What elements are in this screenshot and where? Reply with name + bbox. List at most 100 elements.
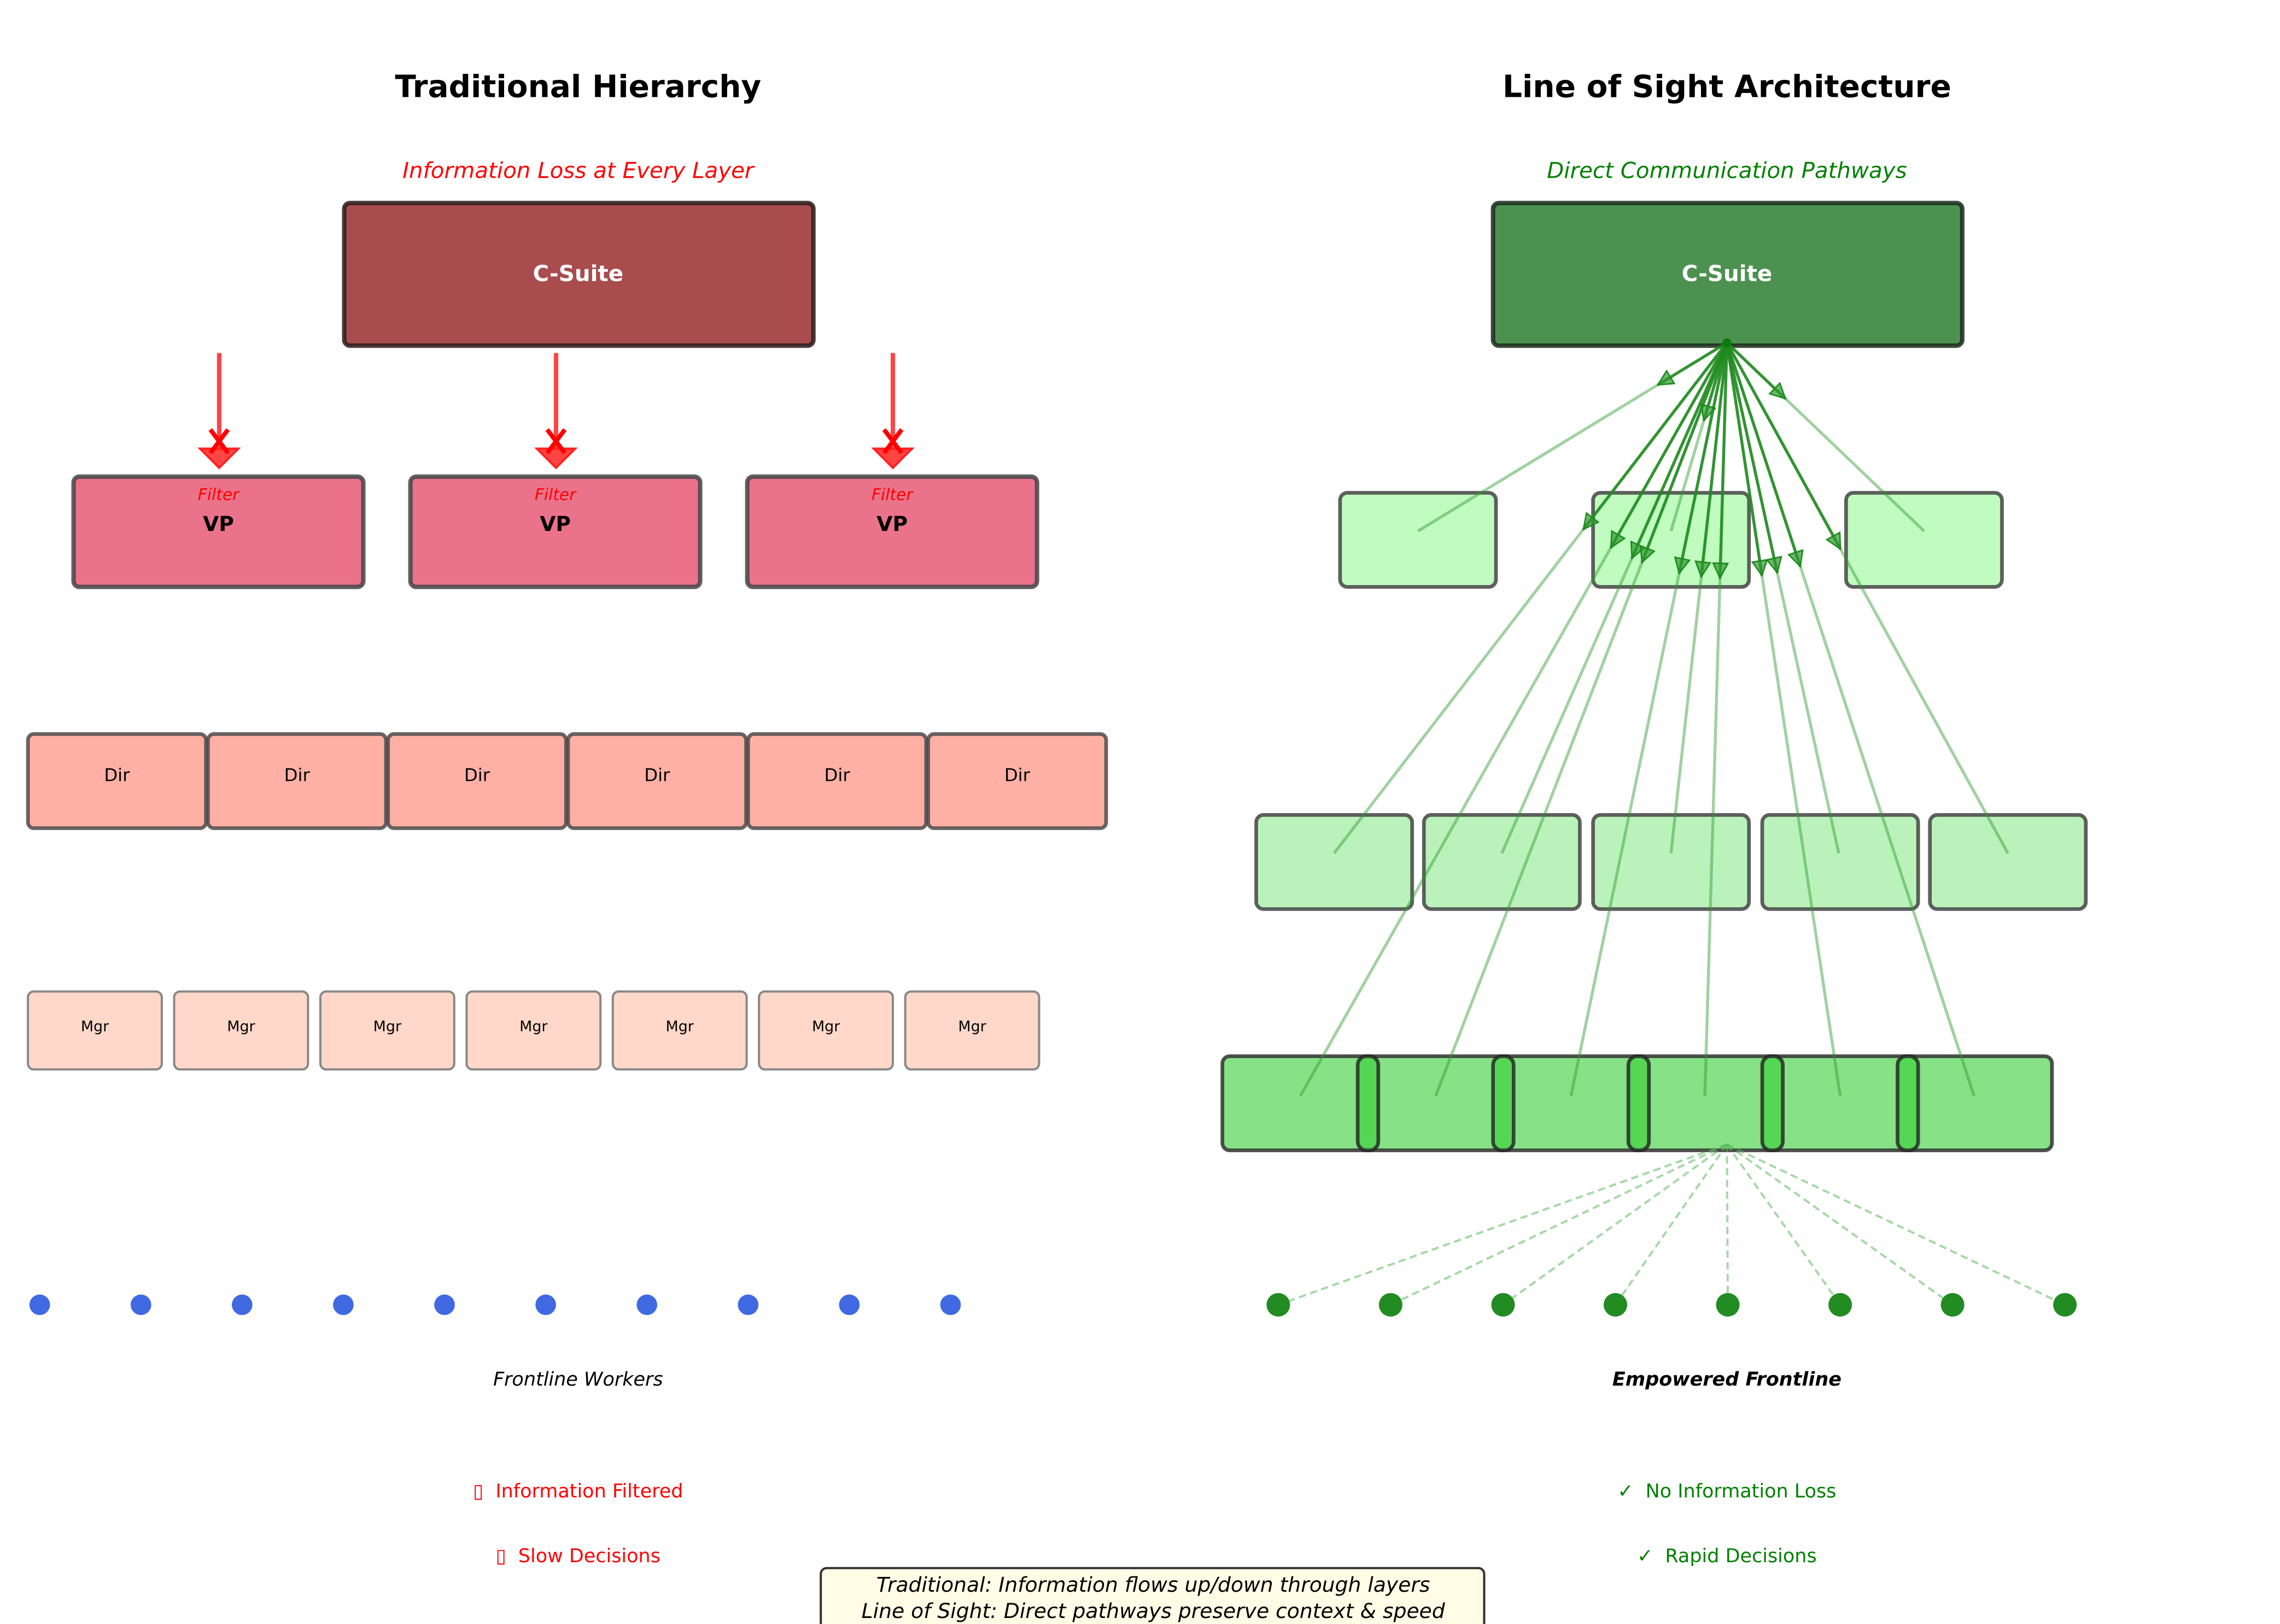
empowered-worker-dot	[1716, 1293, 1740, 1317]
arrowhead-icon	[1639, 545, 1656, 564]
frontline-workers-traditional	[29, 1294, 961, 1316]
manager-rect	[758, 990, 895, 1071]
director-rect	[206, 732, 388, 830]
outcome-text: Rapid Decisions	[1665, 1545, 1816, 1567]
director-label: Dir	[104, 765, 130, 786]
check-icon: ✓	[1617, 1481, 1633, 1503]
legend-line-1: Traditional: Information flows up/down t…	[876, 1573, 1430, 1597]
los-level2-box	[1844, 490, 2004, 589]
los-level3-row	[1254, 813, 2088, 911]
arrowhead-icon	[1751, 559, 1768, 577]
director-label: Dir	[464, 765, 490, 786]
frontline-worker-dot	[738, 1294, 759, 1316]
x-mark-icon	[545, 428, 567, 455]
outcome-text: No Information Loss	[1646, 1481, 1837, 1503]
manager-rect	[465, 990, 602, 1071]
manager-rect	[319, 990, 455, 1071]
frontline-worker-dot	[231, 1294, 253, 1316]
traditional-hierarchy-panel: Traditional Hierarchy Information Loss a…	[26, 69, 1108, 1567]
manager-rect	[173, 990, 309, 1071]
outcome-text: Slow Decisions	[518, 1545, 660, 1567]
director-box: Dir	[386, 732, 568, 830]
manager-rect	[611, 990, 748, 1071]
frontline-dashed-link	[1278, 1143, 1728, 1306]
los-level4-connector	[1626, 1054, 1651, 1153]
frontline-dashed-link	[1726, 1143, 2066, 1306]
director-row: Dir Dir Dir Dir Dir Dir	[26, 732, 1108, 830]
arrowhead-icon	[1787, 549, 1804, 568]
frontline-workers-los	[1266, 1293, 2077, 1317]
pathway-segment	[1609, 342, 1728, 548]
x-mark-icon	[882, 428, 904, 455]
empowered-worker-dot	[1378, 1293, 1402, 1317]
pathway-segment	[1725, 342, 1802, 567]
los-level3-box	[1422, 813, 1582, 911]
manager-label: Mgr	[666, 1018, 694, 1035]
frontline-dashed-link	[1614, 1143, 1728, 1306]
svg-text:✓ No Information Loss: ✓ No Information Loss	[1617, 1481, 1836, 1503]
manager-label: Mgr	[958, 1018, 986, 1035]
los-outcome-1: ✓ No Information Loss	[1617, 1481, 1836, 1503]
pathway-segment	[1725, 342, 1779, 573]
arrowhead-icon	[1825, 531, 1841, 551]
arrowhead-icon	[1700, 403, 1717, 422]
check-icon: ✓	[1637, 1545, 1653, 1567]
traditional-csuite-label: C-Suite	[533, 261, 624, 287]
empowered-worker-dot	[1828, 1293, 1852, 1317]
director-box: Dir	[926, 732, 1108, 830]
frontline-worker-dot	[333, 1294, 354, 1316]
los-level4-connector	[1491, 1054, 1516, 1153]
director-label: Dir	[825, 765, 851, 786]
los-level4-row	[1220, 1054, 2054, 1153]
arrowhead-icon	[197, 447, 241, 470]
missing-glyph-icon: ▯	[473, 1481, 483, 1503]
x-mark-icon	[208, 428, 230, 455]
director-box: Dir	[566, 732, 748, 830]
director-box: Dir	[26, 732, 208, 830]
manager-box: Mgr	[758, 990, 895, 1071]
los-outcome-2: ✓ Rapid Decisions	[1637, 1545, 1816, 1567]
legend-box: Traditional: Information flows up/down t…	[820, 1567, 1486, 1624]
director-box: Dir	[746, 732, 928, 830]
line-of-sight-subtitle: Direct Communication Pathways	[1547, 158, 1907, 184]
filter-label: Filter	[198, 486, 240, 504]
manager-label: Mgr	[519, 1018, 548, 1035]
manager-box: Mgr	[27, 990, 163, 1071]
frontline-dashed-link	[1502, 1143, 1728, 1306]
manager-box: Mgr	[319, 990, 455, 1071]
director-rect	[566, 732, 748, 830]
director-label: Dir	[284, 765, 311, 786]
vp-label: VP	[203, 512, 234, 536]
los-level2-row	[1338, 490, 2004, 589]
manager-rect	[27, 990, 163, 1071]
empowered-worker-dot	[1491, 1293, 1515, 1317]
arrowhead-icon	[1630, 540, 1646, 560]
los-level2-box	[1338, 490, 1498, 589]
vp-label: VP	[540, 512, 571, 536]
frontline-worker-dot	[636, 1294, 658, 1316]
filtered-arrow	[197, 353, 241, 470]
los-level3-box	[1928, 813, 2088, 911]
frontline-dashed-link	[1390, 1143, 1728, 1306]
pathway-segment	[1582, 342, 1728, 530]
los-csuite-label: C-Suite	[1682, 261, 1773, 287]
vp-rect	[745, 474, 1039, 589]
los-level4-connector	[1355, 1054, 1381, 1153]
filtered-arrow	[871, 353, 915, 470]
missing-glyph-icon: ▯	[496, 1545, 506, 1567]
los-csuite-box: C-Suite	[1490, 201, 1965, 348]
arrowhead-icon	[534, 447, 578, 470]
traditional-outcome-2: ▯ Slow Decisions	[496, 1545, 660, 1567]
frontline-worker-dot	[434, 1294, 455, 1316]
arrowhead-icon	[1656, 369, 1676, 386]
arrowhead-icon	[1768, 382, 1787, 400]
frontline-dashed-link	[1726, 1144, 1729, 1305]
arrowhead-icon	[1674, 556, 1691, 575]
outcome-text: Information Filtered	[495, 1481, 683, 1503]
traditional-title: Traditional Hierarchy	[395, 69, 761, 105]
manager-box: Mgr	[173, 990, 309, 1071]
legend-background	[820, 1567, 1486, 1624]
director-rect	[26, 732, 208, 830]
